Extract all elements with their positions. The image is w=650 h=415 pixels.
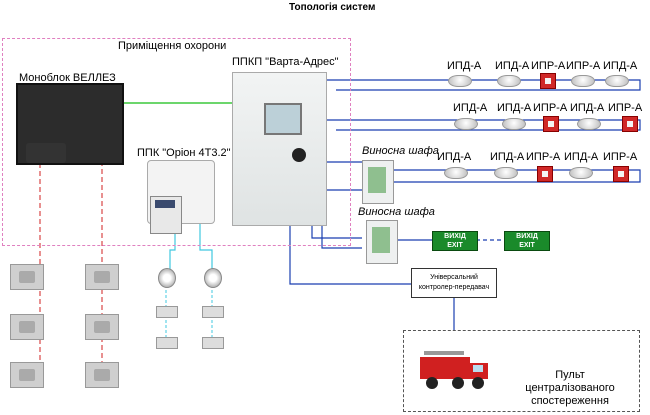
motion-detector-icon bbox=[204, 268, 222, 288]
motion-detector-icon bbox=[158, 268, 176, 288]
row1-label-1: ИПД-А bbox=[447, 60, 482, 72]
row3-label-2: ИПД-А bbox=[490, 151, 525, 163]
row2-label-5: ИПР-А bbox=[608, 102, 643, 114]
row1-label-2: ИПД-А bbox=[495, 60, 530, 72]
remote-cabinet-2 bbox=[366, 220, 398, 264]
manual-call-point-icon bbox=[537, 166, 553, 182]
central-station-label: Пульт централізованого спостереження bbox=[525, 369, 615, 407]
manual-call-point-icon bbox=[613, 166, 629, 182]
smoke-detector-icon bbox=[454, 118, 478, 130]
row2-label-4: ИПД-А bbox=[570, 102, 605, 114]
cabinet2-label: Виносна шафа bbox=[358, 206, 435, 218]
magnetic-contact-icon bbox=[156, 306, 178, 318]
speaker-icon bbox=[10, 264, 44, 290]
row2-label-2: ИПД-А bbox=[497, 102, 532, 114]
zone-label: Приміщення охорони bbox=[118, 40, 227, 52]
manual-call-point-icon bbox=[543, 116, 559, 132]
speaker-icon bbox=[85, 362, 119, 388]
smoke-detector-icon bbox=[494, 167, 518, 179]
controller-box: Універсальний контролер-передавач bbox=[411, 268, 497, 298]
manual-call-point-icon bbox=[622, 116, 638, 132]
row1-label-5: ИПД-А bbox=[603, 60, 638, 72]
exit-sign-1: ВИХІД EXIT bbox=[432, 231, 478, 251]
smoke-detector-icon bbox=[571, 75, 595, 87]
row1-label-4: ИПР-А bbox=[566, 60, 601, 72]
microphone bbox=[26, 143, 66, 163]
smoke-detector-icon bbox=[577, 118, 601, 130]
row3-label-1: ИПД-А bbox=[437, 151, 472, 163]
monitoring-station-zone bbox=[403, 330, 640, 412]
row2-label-3: ИПР-А bbox=[533, 102, 568, 114]
panel-knob bbox=[292, 148, 306, 162]
row3-label-3: ИПР-А bbox=[526, 151, 561, 163]
speaker-icon bbox=[85, 314, 119, 340]
speaker-icon bbox=[10, 362, 44, 388]
row2-label-1: ИПД-А bbox=[453, 102, 488, 114]
smoke-detector-icon bbox=[605, 75, 629, 87]
smoke-detector-icon bbox=[569, 167, 593, 179]
row3-label-5: ИПР-А bbox=[603, 151, 638, 163]
monoblock-label: Моноблок ВЕЛЛЕЗ bbox=[19, 72, 116, 84]
row1-label-3: ИПР-А bbox=[531, 60, 566, 72]
magnetic-contact-icon bbox=[156, 337, 178, 349]
manual-call-point-icon bbox=[540, 73, 556, 89]
magnetic-contact-icon bbox=[202, 306, 224, 318]
speaker-icon bbox=[10, 314, 44, 340]
smoke-detector-icon bbox=[448, 75, 472, 87]
row3-label-4: ИПД-А bbox=[564, 151, 599, 163]
panel-screen bbox=[264, 103, 302, 135]
guard-room-zone bbox=[2, 38, 351, 246]
smoke-detector-icon bbox=[502, 118, 526, 130]
orion-label: ППК "Оріон 4Т3.2" bbox=[137, 147, 231, 159]
smoke-detector-icon bbox=[444, 167, 468, 179]
remote-cabinet-1 bbox=[362, 160, 394, 204]
fire-truck-icon bbox=[420, 351, 488, 389]
speaker-icon bbox=[85, 264, 119, 290]
monoblock-device bbox=[16, 83, 124, 165]
panel-label: ППКП "Варта-Адрес" bbox=[232, 56, 339, 68]
page-title: Топологія систем bbox=[289, 2, 376, 13]
magnetic-contact-icon bbox=[202, 337, 224, 349]
fire-panel-device bbox=[232, 72, 327, 226]
cabinet1-label: Виносна шафа bbox=[362, 145, 439, 157]
smoke-detector-icon bbox=[497, 75, 521, 87]
exit-sign-2: ВИХІД EXIT bbox=[504, 231, 550, 251]
keypad-screen bbox=[155, 200, 175, 208]
